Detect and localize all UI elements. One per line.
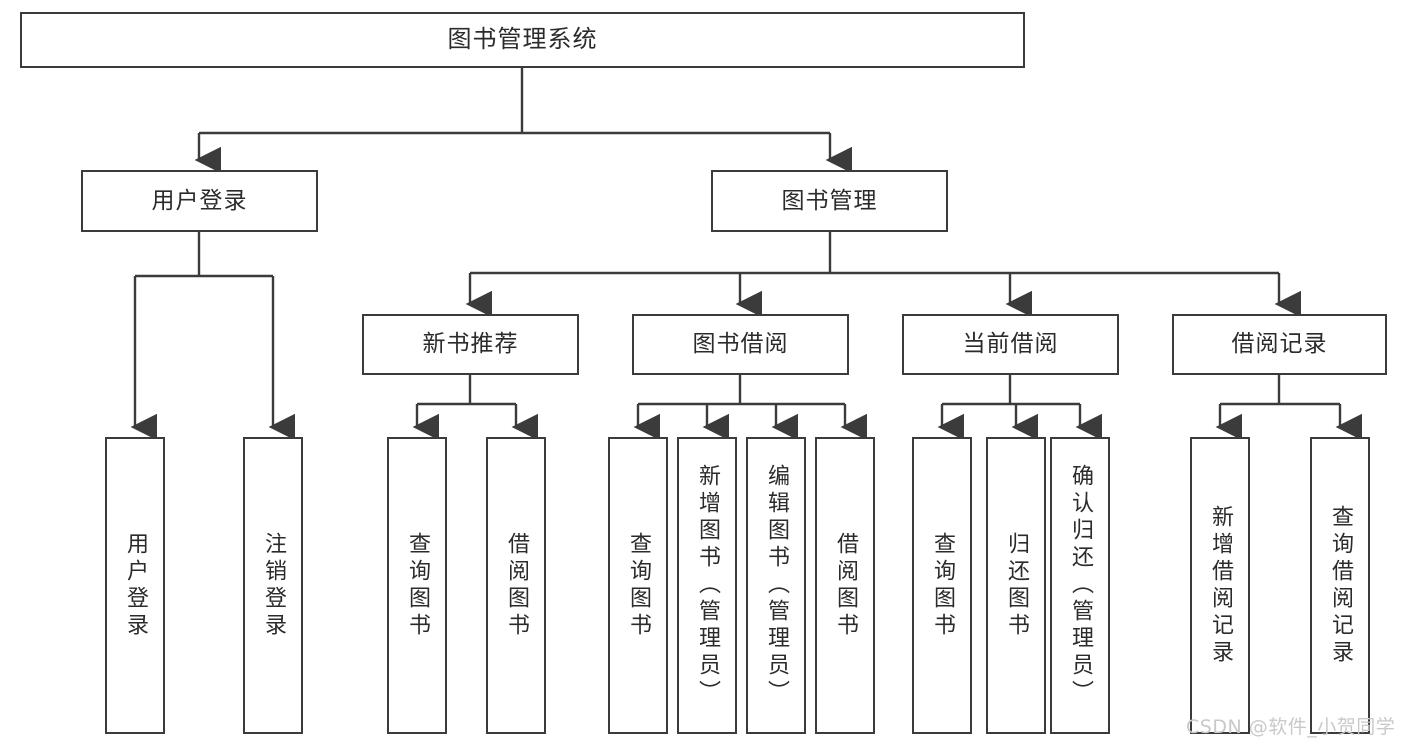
leaf-query-book-1[interactable]: 查询图书 xyxy=(387,437,447,734)
leaf-logout-label: 注销登录 xyxy=(261,531,286,640)
leaf-edit-book-admin-label: 编辑图书（管理员） xyxy=(764,464,789,707)
node-borrow-record[interactable]: 借阅记录 xyxy=(1172,314,1387,375)
leaf-return-book[interactable]: 归还图书 xyxy=(986,437,1046,734)
node-user-login[interactable]: 用户登录 xyxy=(81,170,318,232)
node-borrow-record-label: 借阅记录 xyxy=(1231,331,1328,358)
node-book-manage[interactable]: 图书管理 xyxy=(711,170,948,232)
node-book-borrow-label: 图书借阅 xyxy=(692,331,789,358)
leaf-user-login[interactable]: 用户登录 xyxy=(105,437,165,734)
node-user-login-label: 用户登录 xyxy=(151,187,248,214)
leaf-add-borrow-record-label: 新增借阅记录 xyxy=(1208,504,1233,667)
node-book-borrow[interactable]: 图书借阅 xyxy=(632,314,849,375)
leaf-borrow-book-1[interactable]: 借阅图书 xyxy=(486,437,546,734)
leaf-query-book-3[interactable]: 查询图书 xyxy=(912,437,972,734)
leaf-borrow-book-2[interactable]: 借阅图书 xyxy=(815,437,875,734)
node-current-borrow-label: 当前借阅 xyxy=(962,331,1059,358)
leaf-query-borrow-record-label: 查询借阅记录 xyxy=(1328,504,1353,667)
leaf-query-book-1-label: 查询图书 xyxy=(405,531,430,640)
node-book-manage-label: 图书管理 xyxy=(781,187,878,214)
node-root-label: 图书管理系统 xyxy=(447,25,598,54)
node-current-borrow[interactable]: 当前借阅 xyxy=(902,314,1119,375)
node-root[interactable]: 图书管理系统 xyxy=(20,12,1025,68)
leaf-user-login-label: 用户登录 xyxy=(123,531,148,640)
leaf-confirm-return-admin[interactable]: 确认归还（管理员） xyxy=(1050,437,1110,734)
leaf-edit-book-admin[interactable]: 编辑图书（管理员） xyxy=(746,437,806,734)
leaf-query-book-3-label: 查询图书 xyxy=(930,531,955,640)
csdn-watermark: CSDN @软件_小贺同学 xyxy=(1186,716,1396,738)
leaf-query-borrow-record[interactable]: 查询借阅记录 xyxy=(1310,437,1370,734)
leaf-query-book-2[interactable]: 查询图书 xyxy=(608,437,668,734)
leaf-logout[interactable]: 注销登录 xyxy=(243,437,303,734)
leaf-borrow-book-1-label: 借阅图书 xyxy=(504,531,529,640)
leaf-query-book-2-label: 查询图书 xyxy=(626,531,651,640)
leaf-confirm-return-admin-label: 确认归还（管理员） xyxy=(1068,464,1093,707)
node-new-book-recommend[interactable]: 新书推荐 xyxy=(362,314,579,375)
leaf-return-book-label: 归还图书 xyxy=(1004,531,1029,640)
leaf-add-borrow-record[interactable]: 新增借阅记录 xyxy=(1190,437,1250,734)
leaf-add-book-admin[interactable]: 新增图书（管理员） xyxy=(677,437,737,734)
leaf-borrow-book-2-label: 借阅图书 xyxy=(833,531,858,640)
leaf-add-book-admin-label: 新增图书（管理员） xyxy=(695,464,720,707)
node-new-book-recommend-label: 新书推荐 xyxy=(422,331,519,358)
